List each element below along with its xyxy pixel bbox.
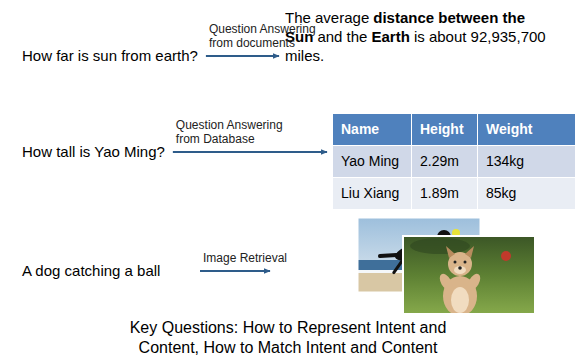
table-cell: Liu Xiang bbox=[333, 178, 412, 210]
node-text: Earth bbox=[371, 28, 409, 45]
grass-dog-photo bbox=[454, 266, 466, 274]
connector-arrow bbox=[173, 151, 327, 153]
grass-dog-photo bbox=[437, 272, 455, 293]
grass-dog-photo bbox=[454, 261, 457, 264]
retrieval-arrow bbox=[200, 271, 270, 272]
table-cell: Yao Ming bbox=[333, 146, 412, 178]
answer-text: The averagedistance between the Sunand t… bbox=[285, 8, 567, 65]
table-cell: 134kg bbox=[478, 146, 576, 178]
result-table: NameHeightWeightYao Ming2.29m134kgLiu Xi… bbox=[333, 114, 576, 210]
table-cell: Weight bbox=[478, 114, 576, 146]
table-cell: 85kg bbox=[478, 178, 576, 210]
arrow-label-box: Image Retrieval bbox=[203, 251, 325, 265]
table-cell: Height bbox=[412, 114, 478, 146]
query-text: How tall is Yao Ming? bbox=[22, 143, 165, 161]
table-cell: Name bbox=[333, 114, 412, 146]
grass-dog-photo bbox=[410, 238, 470, 254]
table-cell: 1.89m bbox=[412, 178, 478, 210]
grass-dog-photo bbox=[501, 251, 511, 261]
grass-dog-photo bbox=[446, 246, 474, 258]
query-text: A dog catching a ball bbox=[22, 262, 160, 280]
node-text: A dog catching a ball bbox=[22, 262, 160, 279]
query-text: How far is sun from earth? bbox=[22, 47, 198, 65]
grass-dog-photo bbox=[451, 287, 469, 313]
node-text: and the bbox=[317, 28, 367, 45]
node-text: How tall is Yao Ming? bbox=[22, 143, 165, 160]
edge-label: Question Answering from Database bbox=[176, 118, 283, 146]
photo-frame bbox=[403, 236, 535, 314]
connector-group bbox=[173, 56, 327, 152]
arrow-label: Image Retrieval bbox=[203, 251, 287, 265]
grass-dog-photo bbox=[465, 272, 483, 293]
edge-label: Question Answering from documents bbox=[209, 22, 316, 50]
grass-dog-photo bbox=[458, 266, 462, 270]
beach-dog-photo bbox=[380, 251, 396, 260]
node-text: How far is sun from earth? bbox=[22, 47, 198, 64]
caption-box: Key Questions: How to Represent Intent a… bbox=[108, 318, 468, 358]
caption: Key Questions: How to Represent Intent a… bbox=[130, 319, 447, 356]
grass-dog-photo bbox=[464, 261, 467, 264]
table-cell: 2.29m bbox=[412, 146, 478, 178]
grass-dog-photo bbox=[403, 236, 535, 314]
edge-label-box: Question Answering from Database bbox=[176, 118, 298, 146]
connector-arrow bbox=[206, 55, 279, 57]
edge-label-box: Question Answering from documents bbox=[209, 22, 331, 50]
retrieval-arrow bbox=[200, 270, 270, 272]
